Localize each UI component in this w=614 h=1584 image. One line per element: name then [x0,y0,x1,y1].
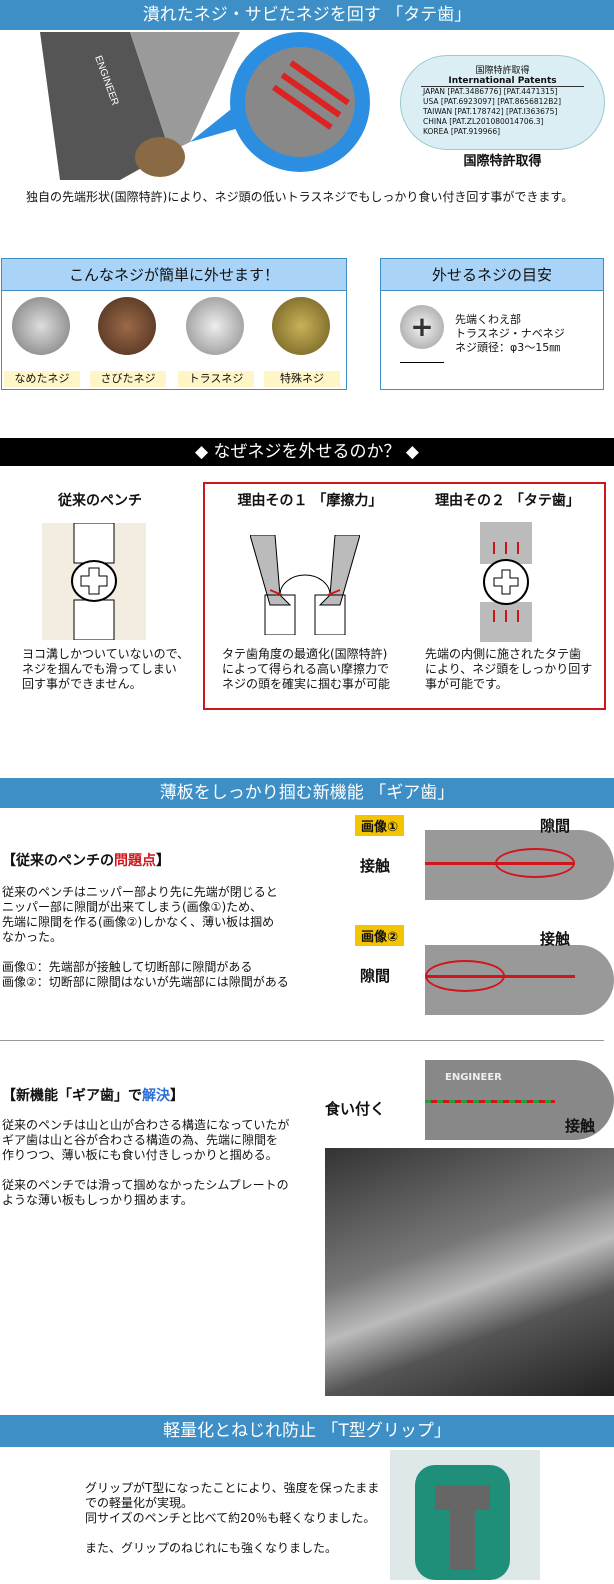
reasons-frame [203,482,606,710]
desc-line: ギア歯は山と谷が合わさる構造の為、先端に隙間を [2,1133,279,1147]
desc-line: ような薄い板もしっかり掴めます。 [2,1193,193,1207]
patent-title-en: International Patents [421,76,584,87]
vertical-teeth-diagram [478,522,534,642]
label-gap: 隙間 [540,817,571,835]
desc-line: 先端の内側に施されたタテ歯 [425,647,582,661]
desc-line: 従来のペンチはニッパー部より先に先端が閉じると [2,885,278,899]
friction-diagram [249,534,361,636]
banner-tate-ha: 潰れたネジ・サビたネジを回す 「タテ歯」 [0,0,614,30]
desc-line: 事が可能です。 [425,677,508,691]
label-contact: 接触 [360,857,391,875]
image1-jaw-diagram [425,830,614,900]
guide-line: 先端くわえ部 [455,313,521,326]
col-title: 理由その２ 「タテ歯」 [435,493,580,509]
desc-line: グリップがT型になったことにより、強度を保ったまま [85,1481,380,1495]
box-title: こんなネジが簡単に外せます！ [2,259,346,291]
desc-line: ネジの頭を確実に掴む事が可能 [222,677,391,691]
heading-part: 】 [156,853,170,869]
note-line: 画像②：切断部に隙間はないが先端部には隙間がある [2,975,289,989]
guide-line: ネジ頭径：φ3～15㎜ [455,341,561,354]
desc-line: での軽量化が実現。 [85,1496,194,1510]
heading-highlight: 問題点 [114,853,156,869]
special-screw-image [272,297,330,355]
guide-line: トラスネジ・ナベネジ [455,327,565,340]
section-divider [0,1040,604,1041]
heading-part: 【従来のペンチの [2,853,114,869]
label-contact: 接触 [565,1117,596,1135]
stripped-screw-image [12,297,70,355]
patent-badge: 国際特許取得 International Patents JAPAN [PAT.… [400,55,605,150]
truss-screw-image [186,297,244,355]
desc-line: 従来のペンチは山と山が合わさる構造になっていたが [2,1118,290,1132]
image1-tag: 画像① [355,815,405,836]
banner-gear-teeth: 薄板をしっかり掴む新機能 「ギア歯」 [0,778,614,808]
gear-teeth-diagram: ENGINEER [425,1060,614,1140]
heading-highlight: 解決 [142,1088,170,1104]
shim-plate-photo [325,1148,614,1396]
tate-ha-caption: 独自の先端形状(国際特許)により、ネジ頭の低いトラスネジでもしっかり食い付き回す… [26,190,574,204]
solution-heading: 【新機能「ギア歯」で解決】 [2,1085,184,1105]
screw-label: 特殊ネジ [264,371,340,387]
heading-part: 【新機能「ギア歯」で [2,1088,142,1104]
label-bite: 食い付く [325,1100,386,1118]
label-contact: 接触 [540,930,571,948]
box-title: 外せるネジの目安 [381,259,603,291]
banner-why: ◆ なぜネジを外せるのか？ ◆ [0,438,614,466]
desc-line: により、ネジ頭をしっかり回す [425,662,593,676]
patent-line: JAPAN [PAT.3486776] [PAT.4471315] [423,87,558,96]
desc-line: 同サイズのペンチと比べて約20％も軽くなりました。 [85,1511,376,1525]
screw-label: トラスネジ [178,371,254,387]
desc-line: ニッパー部に隙間が出来てしまう(画像①)ため、 [2,900,263,914]
desc-line: また、グリップのねじれにも強くなりました。 [85,1541,338,1555]
patent-line: CHINA [PAT.ZL201080014706.3] [423,117,544,126]
conventional-pliers-diagram [42,522,146,641]
desc-line: 回す事ができません。 [22,677,142,691]
desc-line: ヨコ溝しかついていないので、 [22,647,190,661]
screw-label: さびたネジ [90,371,166,387]
heading-part: 】 [170,1088,184,1104]
desc-line: タテ歯角度の最適化(国際特許) [222,647,388,661]
banner-t-grip: 軽量化とねじれ防止 「T型グリップ」 [0,1415,614,1447]
patent-line: TAIWAN [PAT.178742] [PAT.I363675] [423,107,558,116]
patent-caption: 国際特許取得 [463,154,542,169]
screw-label: なめたネジ [4,371,80,387]
desc-line: 従来のペンチでは滑って掴めなかったシムプレートの [2,1178,289,1192]
desc-line: 作りつつ、薄い板にも食い付きしっかりと掴める。 [2,1148,278,1162]
col-title: 従来のペンチ [58,493,142,509]
desc-line: 先端に隙間を作る(画像②)しかなく、薄い板は掴め [2,915,275,929]
t-grip-photo [390,1450,540,1580]
col-title: 理由その１ 「摩擦力」 [237,493,383,509]
image2-jaw-diagram [425,945,614,1015]
patent-line: KOREA [PAT.919966] [423,127,501,136]
patent-line: USA [PAT.6923097] [PAT.8656812B2] [423,97,562,106]
rusty-screw-image [98,297,156,355]
problem-heading: 【従来のペンチの問題点】 [2,850,170,870]
phillips-screw-icon: + [400,305,444,349]
brand-text: ENGINEER [445,1072,502,1083]
image2-tag: 画像② [355,925,405,946]
note-line: 画像①：先端部が接触して切断部に隙間がある [2,960,253,974]
desc-line: なかった。 [2,930,63,944]
patent-title-jp: 国際特許取得 [475,66,530,76]
pliers-closeup-image: ENGINEER [40,32,380,180]
diameter-arrow-icon [400,362,444,363]
desc-line: によって得られる高い摩擦力で [222,662,390,676]
desc-line: ネジを掴んでも滑ってしまい [22,662,177,676]
label-gap: 隙間 [360,967,391,985]
